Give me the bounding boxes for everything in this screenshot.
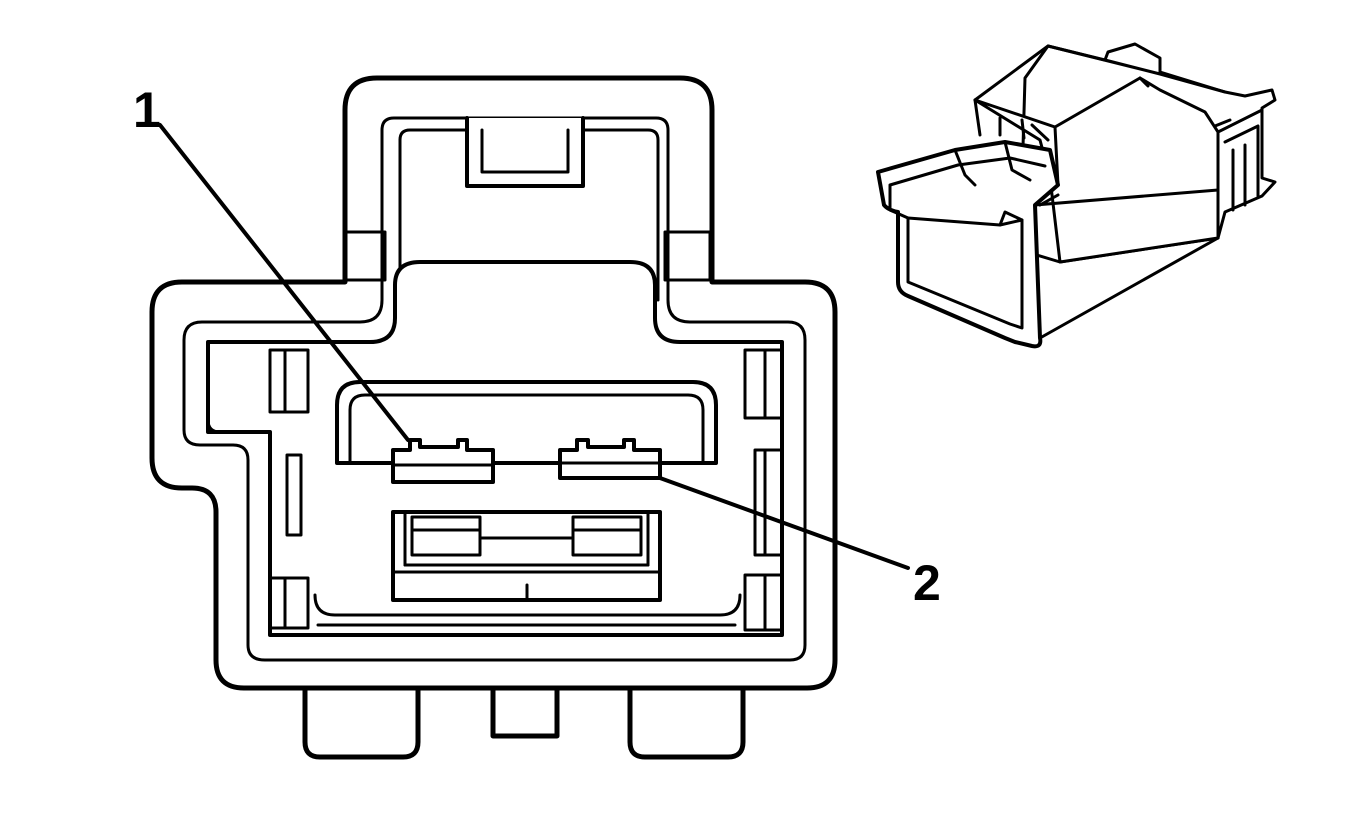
left-lock-bottom (268, 576, 310, 630)
tpa-slot-right (571, 515, 643, 557)
bottom-tab-left (302, 667, 421, 760)
callouts: 1 2 (133, 82, 941, 611)
latch-notch-inner (480, 128, 570, 174)
latch-band-right (663, 230, 712, 282)
iso-top-ridge (973, 44, 1227, 102)
right-side-details (743, 348, 784, 632)
latch-outline (398, 128, 660, 302)
left-lock-top (268, 348, 310, 414)
iso-front-inner (888, 156, 1047, 330)
inner-cavity-line (206, 340, 272, 434)
tpa-slot-left (410, 515, 482, 557)
latch-band-left (343, 230, 387, 282)
iso-front-face (876, 140, 1060, 349)
latch-notch (465, 116, 585, 188)
right-rib (753, 448, 784, 557)
callout-label-2: 2 (913, 555, 941, 611)
connector-iso-view (876, 42, 1277, 349)
leader-line-1 (158, 123, 410, 442)
left-side-details (268, 348, 310, 630)
cavity-floor (313, 593, 742, 617)
iso-latch-lines (973, 76, 1150, 187)
terminal-window-inner (348, 393, 705, 465)
connector-front-view (149, 75, 838, 760)
callout-label-1: 1 (133, 82, 161, 138)
housing-inner-outline (182, 116, 807, 662)
bottom-tab-right (627, 667, 746, 760)
iso-side-face (1033, 188, 1220, 340)
top-latch (343, 116, 712, 302)
leader-line-2 (658, 476, 910, 570)
bottom-tabs (302, 667, 746, 760)
tpa-block (391, 510, 662, 602)
iso-front-slot (906, 140, 1060, 227)
terminal-window (335, 380, 718, 465)
left-rib (285, 453, 303, 537)
